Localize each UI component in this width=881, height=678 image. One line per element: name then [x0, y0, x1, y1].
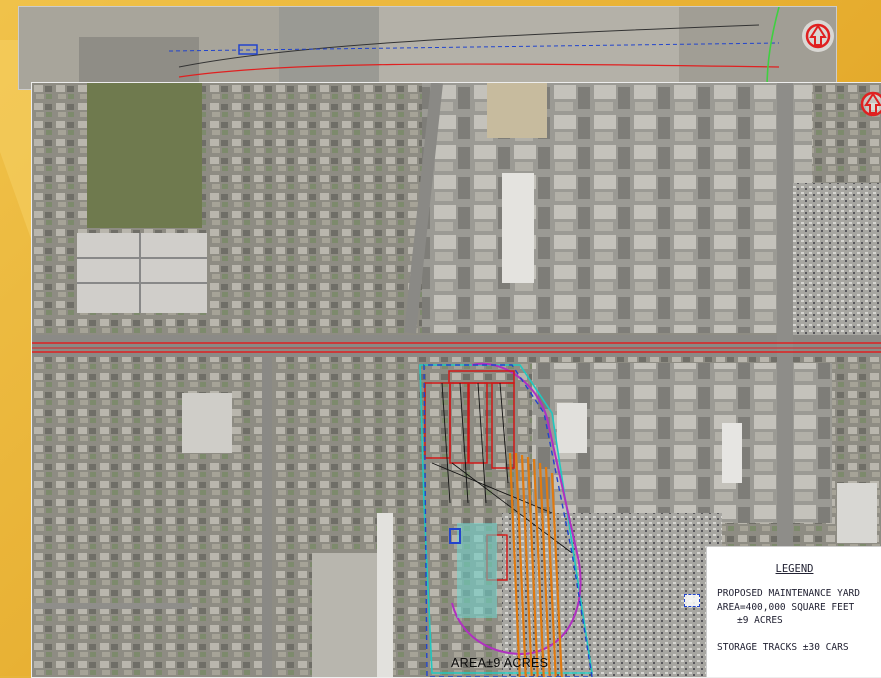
- aerial-plan-sheet: [31, 82, 881, 678]
- aerial-photo: [32, 83, 881, 677]
- north-arrow-icon: [805, 23, 831, 49]
- site-area-label: AREA±9 ACRES: [451, 656, 549, 670]
- legend-symbol-maintenance-yard: [684, 590, 704, 610]
- legend-item-maintenance-yard: PROPOSED MAINTENANCE YARD: [717, 588, 860, 599]
- north-arrow-icon: [860, 91, 881, 117]
- legend-item-area: AREA=400,000 SQUARE FEET: [717, 602, 855, 613]
- legend-item-storage-tracks: STORAGE TRACKS ±30 CARS: [717, 642, 849, 653]
- legend-item-acres: ±9 ACRES: [737, 615, 783, 626]
- legend-panel: LEGEND PROPOSED MAINTENANCE YARD AREA=40…: [706, 546, 881, 677]
- aerial-plan-sheet-back: [18, 6, 837, 90]
- legend-title: LEGEND: [775, 563, 814, 575]
